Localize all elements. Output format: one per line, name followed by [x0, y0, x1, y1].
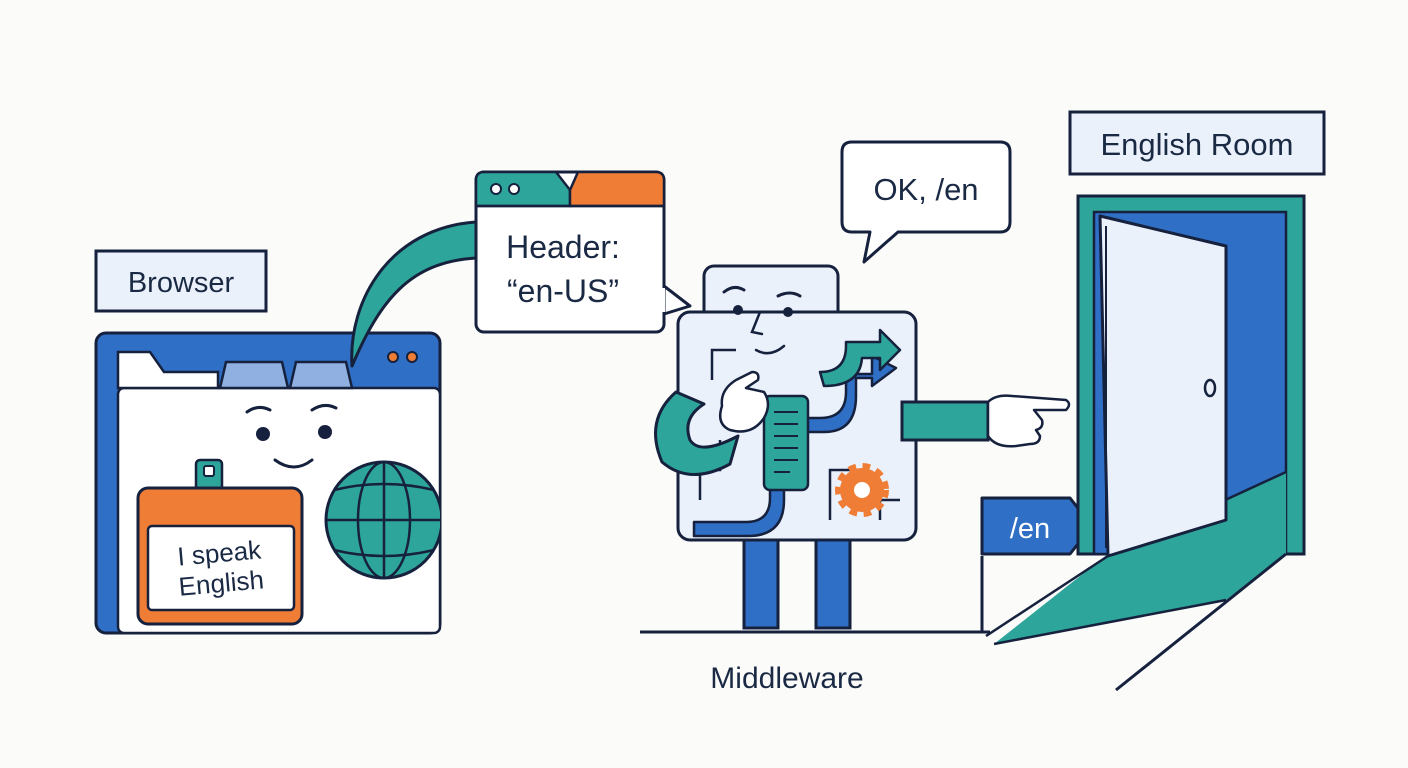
window-dot-icon — [387, 351, 399, 363]
ok-bubble-text: OK, /en — [873, 172, 978, 207]
badge-text-line1: I speak — [176, 534, 263, 571]
name-badge: I speak English — [136, 458, 304, 626]
en-route-sign: /en — [980, 496, 1094, 632]
window-dot-icon — [508, 183, 520, 195]
english-room-label: English Room — [1101, 127, 1294, 162]
browser-label-box: Browser — [94, 249, 268, 313]
english-room-label-box: English Room — [1068, 110, 1326, 176]
pointing-hand-icon — [986, 394, 1071, 448]
header-text-line1: Header: — [506, 229, 620, 265]
gear-icon — [835, 463, 889, 517]
door-knob-icon — [1203, 378, 1217, 398]
browser-tab-1 — [218, 360, 290, 390]
browser-window: I speak English — [94, 331, 442, 635]
middleware-character — [654, 264, 1071, 630]
browser-tab-2 — [288, 360, 354, 390]
thinking-hand-icon — [719, 370, 770, 433]
browser-face-icon — [245, 403, 338, 469]
middleware-label: Middleware — [710, 662, 863, 695]
header-text-line2: “en-US” — [507, 273, 619, 309]
middleware-face-icon — [722, 285, 802, 355]
window-dot-icon — [490, 183, 502, 195]
badge-text-line2: English — [177, 564, 265, 601]
en-sign-text: /en — [1010, 513, 1050, 545]
globe-icon — [324, 460, 440, 580]
ok-speech-bubble: OK, /en — [840, 140, 1012, 264]
header-card: Header: “en-US” — [474, 170, 692, 334]
window-dot-icon — [406, 351, 418, 363]
browser-label: Browser — [128, 267, 235, 299]
english-room-door — [985, 194, 1306, 692]
